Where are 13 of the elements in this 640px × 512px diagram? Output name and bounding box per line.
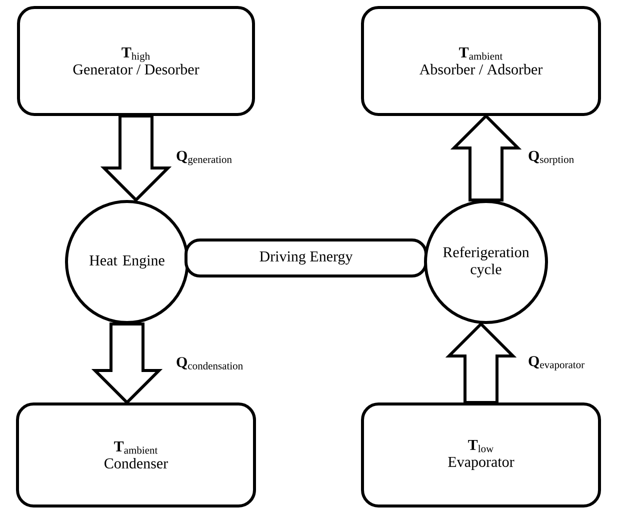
process-box: $\mathbf{T}_{\mathrm{low}}$ Evaporator bbox=[361, 402, 601, 508]
energy-band: Driving Energy bbox=[184, 238, 428, 278]
edge-label: $\mathbf{Q}_{\mathrm{evaporator}}$ bbox=[528, 356, 584, 370]
block-arrow bbox=[450, 114, 522, 202]
edge-label: $\mathbf{Q}_{\mathrm{sorption}}$ bbox=[528, 150, 574, 166]
block-arrow bbox=[100, 114, 172, 202]
block-arrow bbox=[91, 322, 163, 405]
edge-label: $\mathbf{Q}_{\mathrm{generation}}$ bbox=[176, 150, 232, 166]
edge-label: $\mathbf{Q}_{\mathrm{condensation}}$ bbox=[176, 357, 243, 370]
process-box: $\mathbf{T}_{\mathrm{ambient}}$ Absorber / Adsorber bbox=[361, 6, 601, 116]
block-arrow bbox=[445, 322, 517, 404]
process-box: $\mathbf{T}_{\mathrm{ambient}}$ Condenser bbox=[16, 402, 256, 508]
process-box: $\mathbf{T}_{\mathrm{high}}$ Generator / Desorber bbox=[17, 6, 255, 116]
